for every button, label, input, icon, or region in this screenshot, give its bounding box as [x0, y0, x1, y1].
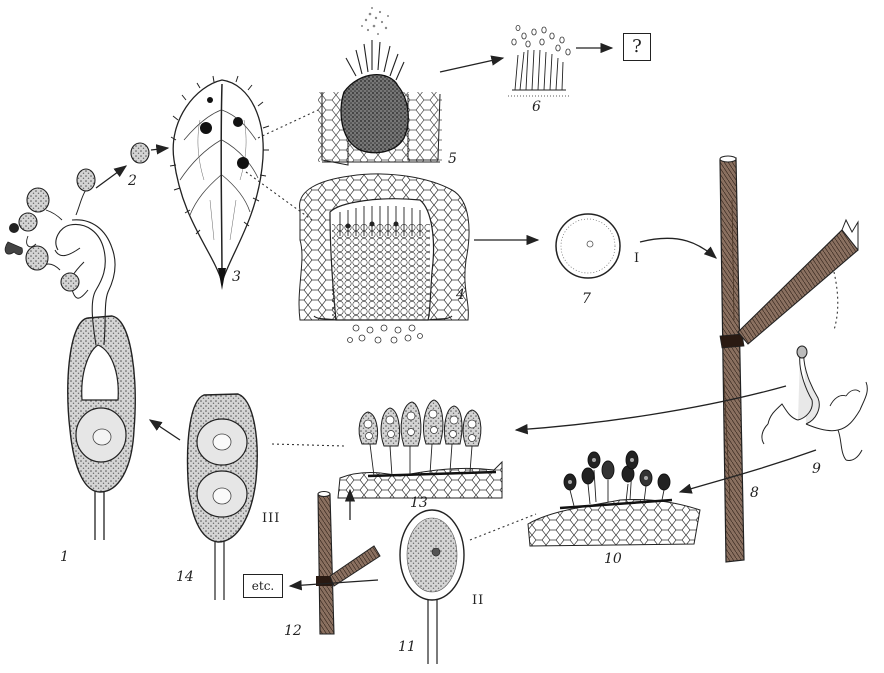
- fig5-pycnidium: [318, 7, 442, 165]
- unknown-stage-box: ?: [623, 33, 651, 61]
- label-fig-5: 5: [448, 152, 457, 166]
- label-fig-8: 8: [750, 486, 759, 500]
- label-fig-10: 10: [604, 552, 622, 566]
- fig4-aecidium: [299, 174, 469, 343]
- fig3-barberry-leaf: [170, 76, 269, 290]
- label-fig-3: 3: [232, 270, 241, 284]
- fig6-pycnospores: [508, 25, 570, 96]
- arrow-7-to-8: [640, 238, 716, 258]
- etc-box: etc.: [243, 574, 283, 598]
- label-fig-13: 13: [410, 496, 428, 510]
- fig10-uredospores: [528, 451, 700, 546]
- arrow-1-to-2: [96, 166, 126, 188]
- fig12-wheat-stalk: [316, 492, 380, 635]
- fig8-wheat-stalk: [720, 156, 858, 562]
- label-roman-III: III: [262, 512, 280, 525]
- arrow-5-to-6: [440, 58, 503, 72]
- fig13-teleutospores: [338, 400, 502, 498]
- label-fig-4: 4: [456, 288, 465, 302]
- arrow-2-to-3: [151, 148, 168, 150]
- arrow-9-to-10: [680, 450, 816, 492]
- label-fig-6: 6: [532, 100, 541, 114]
- label-fig-1: 1: [60, 550, 69, 564]
- dotted-3-to-5: [258, 110, 318, 138]
- fig14-teleutospore: [188, 394, 258, 600]
- fig1-germinating-teliospore: [5, 169, 135, 540]
- label-fig-9: 9: [812, 462, 821, 476]
- fig7-aecidiospore: [556, 214, 620, 278]
- label-fig-7: 7: [582, 292, 591, 306]
- arrow-14-to-1: [150, 420, 180, 440]
- dotted-11-to-10: [470, 514, 536, 540]
- dotted-14-to-13: [272, 444, 344, 446]
- label-roman-I: I: [634, 252, 640, 265]
- label-fig-2: 2: [128, 174, 137, 188]
- label-roman-II: II: [472, 594, 484, 607]
- label-fig-14: 14: [176, 570, 194, 584]
- fig2-sporidium: [131, 143, 149, 163]
- label-fig-12: 12: [284, 624, 302, 638]
- arrow-8-to-13: [516, 386, 786, 430]
- label-fig-11: 11: [398, 640, 416, 654]
